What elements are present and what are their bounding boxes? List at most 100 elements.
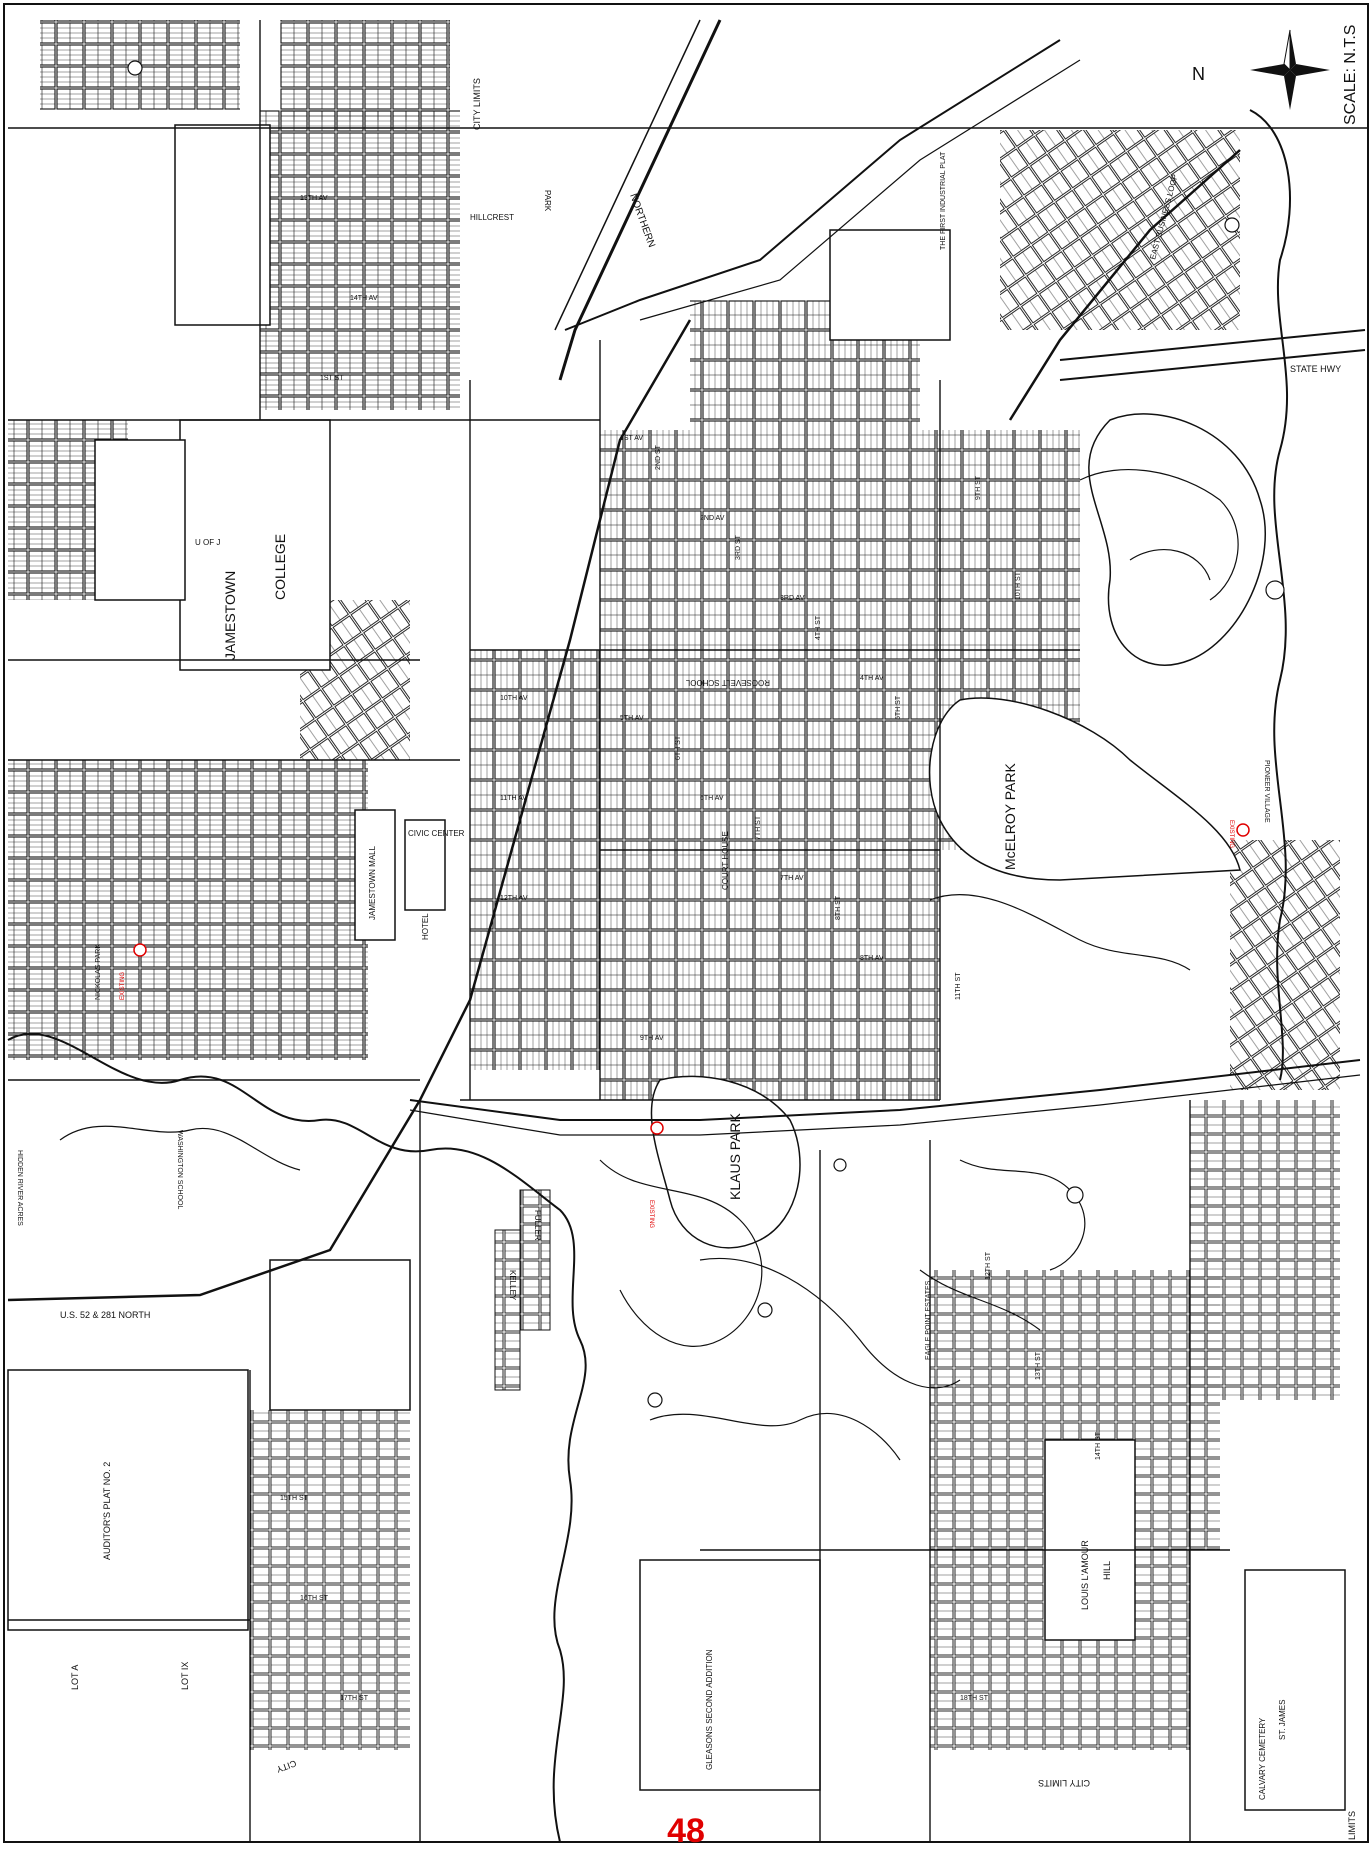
hospital-parcel <box>174 124 271 326</box>
south-center-parcel <box>269 1259 411 1411</box>
street-label: 12TH ST <box>985 1251 992 1280</box>
downtown-grid <box>600 430 940 1100</box>
railroad-diagonal <box>564 39 1061 331</box>
label-hillcrest: HILLCREST <box>470 213 514 222</box>
street-label: 3RD ST <box>735 534 742 560</box>
mall-parcel <box>354 809 396 941</box>
street-label: 5TH AV <box>620 715 644 722</box>
street-label: 13TH ST <box>1035 1351 1042 1380</box>
label-louis-lamour: LOUIS L'AMOUR <box>1080 1540 1090 1610</box>
state-hwy <box>1059 329 1366 361</box>
street-label: 18TH ST <box>960 1695 989 1702</box>
street-label: 5TH ST <box>895 695 902 720</box>
civic-center-parcel <box>404 819 446 911</box>
cul-de-sacs <box>127 60 1285 1408</box>
pipestem-creek <box>1249 109 1291 1081</box>
street-label: 4TH ST <box>815 615 822 640</box>
mcelroy-park <box>928 697 1241 881</box>
gleasons-parcel <box>639 1559 821 1791</box>
railroad-south-2 <box>409 1074 1361 1136</box>
label-auditors-plat: AUDITOR'S PLAT NO. 2 <box>102 1462 112 1560</box>
label-civic-center: CIVIC CENTER <box>408 829 465 838</box>
street-label: 10TH AV <box>500 695 528 702</box>
northwest-grid <box>260 110 460 410</box>
west-mid-grid <box>8 760 368 1060</box>
street-label: 1ST ST <box>320 375 344 382</box>
label-pioneer-village: PIONEER VILLAGE <box>1263 760 1270 823</box>
label-mcelroy-park: McELROY PARK <box>1002 762 1018 870</box>
northern-railroad-2 <box>554 19 701 331</box>
railroad-south <box>409 1059 1361 1121</box>
street-label: 13TH AV <box>300 195 328 202</box>
street-label: 17TH ST <box>340 1695 369 1702</box>
street-label: 14TH AV <box>350 295 378 302</box>
label-college: COLLEGE <box>272 534 288 600</box>
east-business-loop-road <box>1008 149 1241 421</box>
label-nickolas-park: NICKOLAS PARK <box>95 944 102 1000</box>
label-klaus-park: KLAUS PARK <box>727 1112 743 1200</box>
street-label: 9TH ST <box>975 475 982 500</box>
street-label: 7TH ST <box>755 815 762 840</box>
marker-mcelroy-park: EXISTING <box>1228 820 1250 848</box>
label-jamestown-mall: JAMESTOWN MALL <box>368 845 377 920</box>
label-state-hwy: STATE HWY <box>1290 364 1341 374</box>
label-lot-ix: LOT IX <box>180 1662 190 1690</box>
industrial-parcel <box>829 229 951 341</box>
marker-mcelroy-label: EXISTING <box>1228 820 1234 848</box>
street-label: 11TH ST <box>955 972 962 1000</box>
college-parcel <box>179 419 331 671</box>
label-roosevelt-school: ROOSEVELT SCHOOL <box>685 678 770 687</box>
street-label: 7TH AV <box>780 875 804 882</box>
north-arrow-icon <box>1250 29 1330 110</box>
sports-parcel <box>94 439 186 601</box>
street-label: 14TH ST <box>1095 1431 1102 1460</box>
james-river <box>7 1032 587 1843</box>
label-fuller: FULLER <box>533 1210 542 1241</box>
street-label: 15TH ST <box>280 1495 309 1502</box>
label-washington-school: WASHINGTON SCHOOL <box>176 1130 183 1209</box>
street-label: 11TH AV <box>500 795 527 802</box>
fuller-parcel <box>519 1189 551 1331</box>
street-label: 6TH AV <box>700 795 724 802</box>
street-label: 16TH ST <box>300 1595 329 1602</box>
label-gleasons: GLEASONS SECOND ADDITION <box>705 1649 714 1770</box>
kelley-parcel <box>494 1229 521 1391</box>
scale-label: SCALE: N.T.S <box>1342 25 1359 125</box>
label-city-limits-top: CITY LIMITS <box>472 78 482 130</box>
southwest-grid <box>250 1410 410 1750</box>
street-label: 8TH AV <box>860 955 884 962</box>
auditors-plat-parcel <box>7 1369 249 1631</box>
railroad-diagonal-2 <box>639 59 1081 321</box>
page-number: 48 <box>667 1812 705 1850</box>
subdivision-roads <box>59 469 1239 1461</box>
label-university: U OF J <box>195 538 220 547</box>
street-label: 10TH ST <box>1015 571 1022 600</box>
marker-klaus-park: EXISTING <box>648 1121 664 1228</box>
label-city-limits-bottom: CITY LIMITS <box>1038 1778 1090 1788</box>
label-us-52-281: U.S. 52 & 281 NORTH <box>60 1310 150 1320</box>
northeast-diag-grid <box>1000 130 1240 330</box>
north-label: N <box>1192 64 1205 84</box>
street-label: 4TH AV <box>860 675 884 682</box>
river-loop-northeast <box>1088 413 1266 666</box>
marker-klaus-label: EXISTING <box>648 1200 654 1228</box>
label-kelley: KELLEY <box>508 1270 517 1301</box>
west-downtown-grid <box>470 650 600 1070</box>
north-central-grid <box>280 20 450 120</box>
label-hotel: HOTEL <box>421 913 430 940</box>
street-label: 9TH AV <box>640 1035 664 1042</box>
label-park: PARK <box>543 190 552 212</box>
street-label: 1ST AV <box>620 435 643 442</box>
street-label: 6TH ST <box>675 735 682 760</box>
street-label: 2ND AV <box>700 515 725 522</box>
street-label: 3RD AV <box>780 595 805 602</box>
louis-lamour-parcel <box>1044 1439 1136 1641</box>
label-limits-right: LIMITS <box>1347 1811 1357 1840</box>
label-lot-a: LOT A <box>70 1665 80 1690</box>
east-grid <box>1190 1100 1340 1400</box>
marker-nickolas-park: EXISTING <box>120 943 147 1000</box>
marker-nickolas-label: EXISTING <box>120 972 126 1000</box>
street-lines <box>8 20 1368 1842</box>
street-label: 12TH AV <box>500 895 528 902</box>
